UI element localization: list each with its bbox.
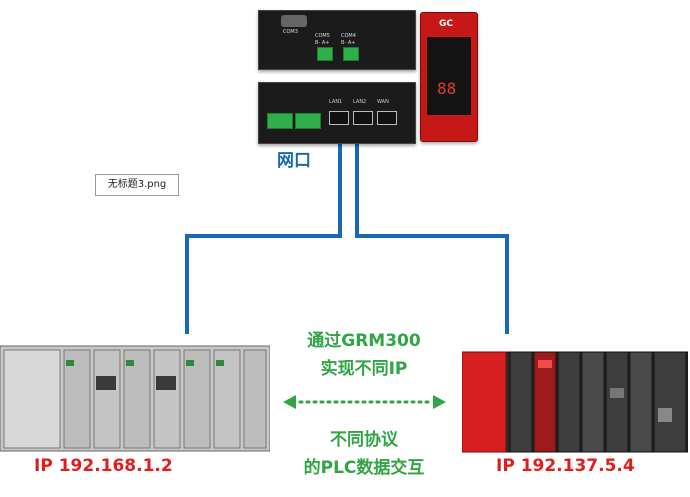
left-plc-rack [0, 336, 271, 454]
gateway-bottom-module: LAN1 LAN2 WAN [258, 82, 416, 144]
file-name-note: 无标题3.png [95, 174, 179, 196]
com4-terminal-icon [343, 47, 359, 61]
arrow-right-head [433, 395, 446, 409]
com5-terminal-icon [317, 47, 333, 61]
wan-port-icon [377, 111, 397, 125]
center-text-line-2: 实现不同IP [320, 359, 408, 379]
gateway-display-unit: GC 88 [420, 12, 478, 142]
center-text-line-1: 通过GRM300 [307, 331, 421, 351]
wire-left [185, 143, 342, 334]
right-plc-rack [461, 348, 689, 454]
center-text-line-3: 不同协议 [330, 430, 398, 450]
left-plc-graphic [0, 345, 271, 452]
lan1-label: LAN1 [329, 99, 343, 105]
center-text-line-4: 的PLC数据交互 [303, 458, 425, 478]
brand-logo: GC [439, 19, 453, 29]
serial-terminal-icon [295, 113, 321, 129]
power-terminal-icon [267, 113, 293, 129]
db9-connector-icon [281, 15, 307, 27]
display-panel: 88 [427, 37, 471, 115]
lan2-port-icon [353, 111, 373, 125]
com4-label: COM4 [341, 33, 356, 39]
seven-segment-display: 88 [437, 79, 457, 98]
com5-pin-label: B- A+ [315, 40, 330, 46]
arrow-left-head [283, 395, 296, 409]
lan2-label: LAN2 [353, 99, 367, 105]
com3-label: COM3 [283, 29, 298, 35]
lan1-port-icon [329, 111, 349, 125]
gateway-top-module: COM3 COM5 COM4 B- A+ B- A+ [258, 10, 416, 70]
com4-pin-label: B- A+ [341, 40, 356, 46]
wan-label: WAN [377, 99, 389, 105]
bidirectional-arrow [283, 395, 446, 409]
right-plc-graphic [461, 351, 689, 453]
wire-right [355, 143, 509, 334]
port-label: 网口 [277, 151, 311, 171]
com5-label: COM5 [315, 33, 330, 39]
left-plc-ip-label: IP 192.168.1.2 [34, 456, 173, 476]
right-plc-ip-label: IP 192.137.5.4 [496, 456, 635, 476]
